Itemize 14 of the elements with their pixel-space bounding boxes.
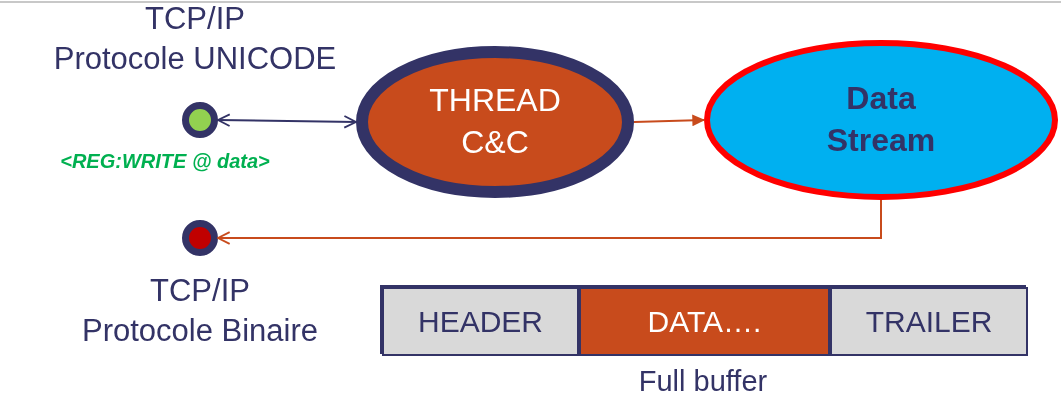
command-label: <REG:WRITE @ data> <box>59 150 271 173</box>
buffer-segment: HEADER <box>382 287 579 356</box>
buffer-caption: Full buffer <box>637 365 769 398</box>
arrow <box>633 114 706 127</box>
arrow <box>217 199 882 245</box>
node-label: Data Stream <box>825 79 937 160</box>
buffer-segment: TRAILER <box>830 287 1028 356</box>
port-label: TCP/IP <box>149 274 251 309</box>
arrow <box>217 113 357 129</box>
port-label: Protocole Binaire <box>80 314 320 349</box>
buffer-segment: DATA…. <box>579 287 830 356</box>
port-label: Protocole UNICODE <box>52 42 338 77</box>
node-label: THREAD C&C <box>428 81 562 162</box>
port-label: TCP/IP <box>144 2 246 37</box>
